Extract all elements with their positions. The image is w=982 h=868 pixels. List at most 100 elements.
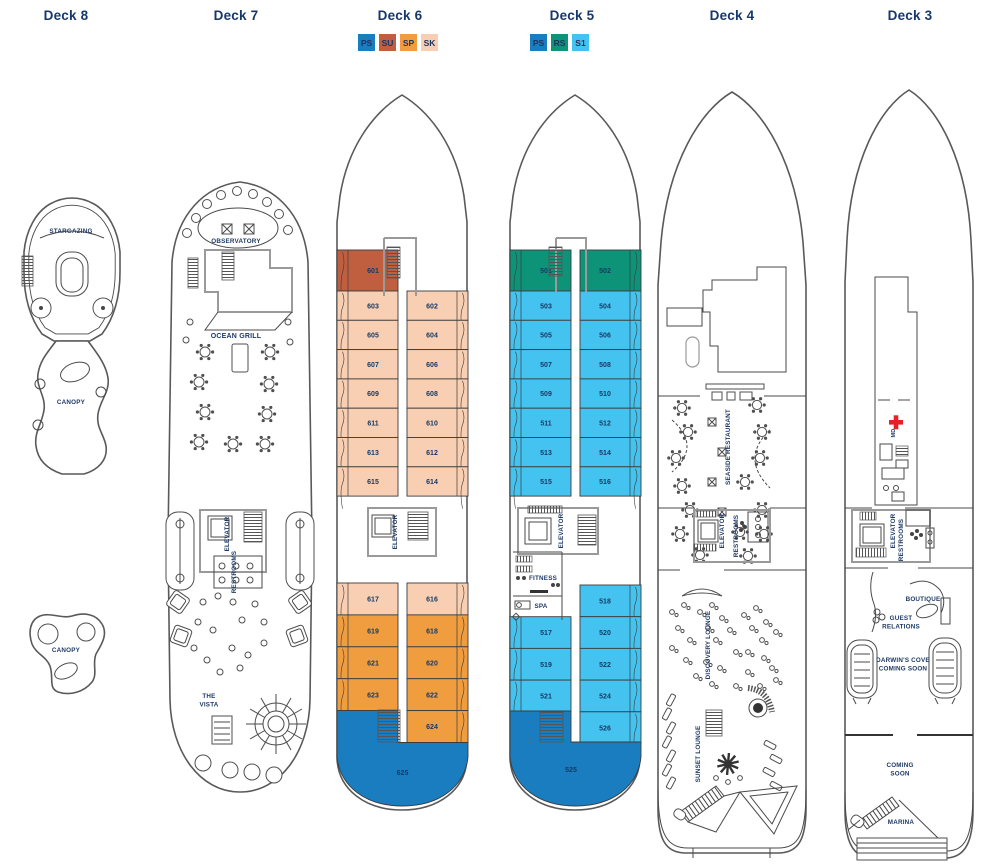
cabin-522[interactable]: 522 xyxy=(579,647,642,694)
cabin-524[interactable]: 524 xyxy=(579,679,642,726)
cabin-617[interactable]: 617 xyxy=(336,582,399,629)
cabin-518[interactable]: 518 xyxy=(579,584,642,631)
cabin-611[interactable]: 611 xyxy=(336,407,399,451)
cabin-508[interactable]: 508 xyxy=(579,349,642,392)
canopy-upper-label: CANOPY xyxy=(57,399,86,406)
cabin-520[interactable]: 520 xyxy=(579,616,642,663)
svg-text:501: 501 xyxy=(540,268,552,275)
deck3-title: Deck 3 xyxy=(887,8,933,23)
cabin-512[interactable]: 512 xyxy=(579,407,642,451)
cabin-613[interactable]: 613 xyxy=(336,437,399,480)
cabin-504[interactable]: 504 xyxy=(579,290,642,333)
deck4-title: Deck 4 xyxy=(709,8,755,23)
svg-text:522: 522 xyxy=(599,662,611,669)
deck8-canopy-upper-shape xyxy=(34,340,110,475)
cabin-526[interactable]: 526 xyxy=(579,711,642,758)
cabin-521[interactable]: 521 xyxy=(509,679,572,726)
legend-chip-sk: SK xyxy=(421,34,438,51)
boutique-label: BOUTIQUE xyxy=(906,596,941,603)
cabin-514[interactable]: 514 xyxy=(579,437,642,480)
marina-platform xyxy=(856,837,948,861)
cabin-618[interactable]: 618 xyxy=(406,614,469,661)
zodiac-port xyxy=(846,639,878,705)
svg-text:609: 609 xyxy=(367,391,379,398)
svg-text:604: 604 xyxy=(426,333,438,340)
deck4-plan: SEASIDE RESTAURANT ELEVATOR RESTROOMS DI… xyxy=(657,91,807,858)
svg-text:506: 506 xyxy=(599,333,611,340)
svg-text:607: 607 xyxy=(367,362,379,369)
deck4-elevator-block xyxy=(693,509,771,563)
deck5-elevator-label: ELEVATOR xyxy=(558,513,565,548)
deck5-title: Deck 5 xyxy=(549,8,595,23)
cabin-616[interactable]: 616 xyxy=(406,582,469,629)
sunset-lounge-label: SUNSET LOUNGE xyxy=(695,726,702,783)
medical-cross-icon xyxy=(889,415,903,430)
svg-text:623: 623 xyxy=(367,692,379,699)
svg-text:515: 515 xyxy=(540,479,552,486)
cabin-623[interactable]: 623 xyxy=(336,678,399,725)
svg-text:616: 616 xyxy=(426,597,438,604)
cabin-619[interactable]: 619 xyxy=(336,614,399,661)
svg-text:611: 611 xyxy=(367,420,378,427)
svg-text:620: 620 xyxy=(426,660,438,667)
deck4-elevator-label: ELEVATOR xyxy=(719,513,726,548)
deck8-title: Deck 8 xyxy=(43,8,89,23)
legend-chip-su: SU xyxy=(379,34,396,51)
svg-text:520: 520 xyxy=(599,630,611,637)
zodiac-starboard xyxy=(928,637,962,705)
cabin-606[interactable]: 606 xyxy=(406,349,469,392)
deck6-elevator-block xyxy=(367,507,437,557)
svg-text:516: 516 xyxy=(599,479,611,486)
cabin-622[interactable]: 622 xyxy=(406,678,469,725)
cabin-607[interactable]: 607 xyxy=(336,349,399,392)
svg-text:502: 502 xyxy=(599,268,611,275)
cabin-515[interactable]: 515 xyxy=(509,466,572,509)
legend-chip-sp: SP xyxy=(400,34,417,51)
svg-text:511: 511 xyxy=(540,420,551,427)
deck6-plan: 6016026036046056066076086096106116126136… xyxy=(336,94,469,811)
svg-text:524: 524 xyxy=(599,694,611,701)
cabin-507[interactable]: 507 xyxy=(509,349,572,392)
svg-text:605: 605 xyxy=(367,333,379,340)
cabin-503[interactable]: 503 xyxy=(509,290,572,333)
cabin-609[interactable]: 609 xyxy=(336,378,399,421)
cabin-513[interactable]: 513 xyxy=(509,437,572,480)
spa-label: SPA xyxy=(534,603,547,610)
svg-text:514: 514 xyxy=(599,450,611,457)
cabin-603[interactable]: 603 xyxy=(336,290,399,333)
svg-text:513: 513 xyxy=(540,450,552,457)
svg-text:510: 510 xyxy=(599,391,611,398)
svg-text:526: 526 xyxy=(599,725,611,732)
cabin-509[interactable]: 509 xyxy=(509,378,572,421)
svg-text:504: 504 xyxy=(599,303,611,310)
svg-text:512: 512 xyxy=(599,420,611,427)
marina-ramp xyxy=(859,796,900,830)
svg-text:614: 614 xyxy=(426,479,438,486)
cabin-605[interactable]: 605 xyxy=(336,319,399,363)
cabin-615[interactable]: 615 xyxy=(336,466,399,509)
cabin-516[interactable]: 516 xyxy=(579,466,642,509)
cabin-614[interactable]: 614 xyxy=(406,466,469,509)
cabin-519[interactable]: 519 xyxy=(509,647,572,694)
svg-text:525: 525 xyxy=(565,767,577,774)
svg-text:601: 601 xyxy=(367,268,379,275)
svg-text:613: 613 xyxy=(367,450,379,457)
observatory-label: OBSERVATORY xyxy=(211,238,261,245)
deck7-restrooms-label: RESTROOMS xyxy=(231,551,238,593)
marina-label: MARINA xyxy=(888,819,915,826)
cabin-610[interactable]: 610 xyxy=(406,407,469,451)
cabin-505[interactable]: 505 xyxy=(509,319,572,363)
svg-text:608: 608 xyxy=(426,391,438,398)
svg-text:624: 624 xyxy=(426,724,438,731)
cabin-620[interactable]: 620 xyxy=(406,646,469,693)
svg-text:622: 622 xyxy=(426,692,438,699)
cabin-625[interactable]: 625 xyxy=(336,710,469,807)
svg-text:509: 509 xyxy=(540,391,552,398)
deck7-plan: OBSERVATORY OCEAN GRILL ELEVATOR RESTROO… xyxy=(165,181,315,793)
cabin-506[interactable]: 506 xyxy=(579,319,642,363)
